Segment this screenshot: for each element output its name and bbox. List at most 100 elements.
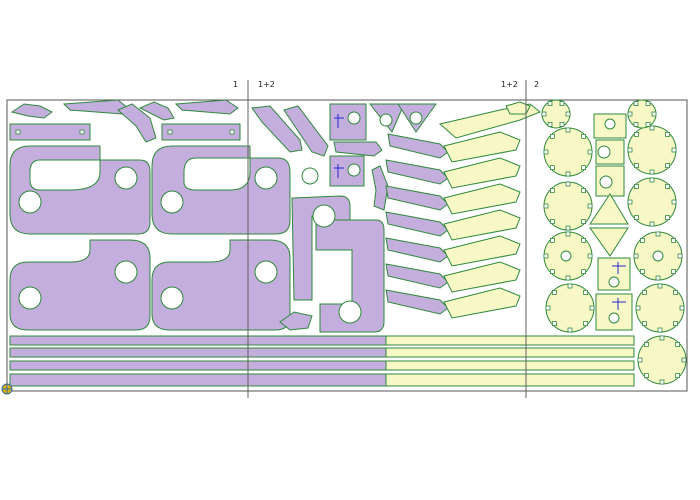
- gear-notch: [627, 111, 633, 117]
- gear-notch: [651, 111, 657, 117]
- part-strip[interactable]: [9, 373, 387, 387]
- gear-notch: [550, 237, 555, 243]
- part-bracket[interactable]: [138, 101, 175, 121]
- part-small-block[interactable]: [329, 155, 365, 187]
- part-strip[interactable]: [385, 347, 635, 358]
- part-chevron[interactable]: [443, 131, 521, 163]
- slot: [167, 129, 173, 135]
- slot: [79, 129, 85, 135]
- gear-notch: [581, 133, 586, 139]
- hole: [114, 166, 138, 190]
- part-strip[interactable]: [9, 335, 387, 346]
- gear-notch: [547, 122, 553, 127]
- gear-notch: [640, 237, 645, 243]
- part-strip[interactable]: [385, 373, 635, 387]
- part-strip[interactable]: [9, 347, 387, 358]
- part-link-arm[interactable]: [283, 105, 329, 157]
- gear-notch: [565, 171, 571, 177]
- part-c-plate[interactable]: [315, 219, 385, 333]
- gear-notch: [637, 357, 643, 363]
- gear-notch: [589, 305, 595, 311]
- part-triangle[interactable]: [589, 193, 629, 225]
- hole: [347, 163, 361, 177]
- part-link-arm[interactable]: [174, 99, 239, 115]
- part-chevron[interactable]: [387, 133, 449, 159]
- part-bracket[interactable]: [117, 103, 157, 143]
- gear-notch: [583, 289, 588, 295]
- gear-notch: [665, 215, 670, 221]
- part-bracket[interactable]: [505, 101, 531, 115]
- part-strip[interactable]: [9, 360, 387, 371]
- part-bracket[interactable]: [333, 141, 383, 157]
- part-s-plate[interactable]: [151, 145, 291, 235]
- part-small-block[interactable]: [329, 103, 367, 141]
- marker-label-1: 1: [233, 80, 239, 89]
- gear-notch: [635, 305, 641, 311]
- part-small-block[interactable]: [595, 293, 633, 331]
- gear-notch: [633, 122, 639, 127]
- gear-notch: [645, 101, 651, 106]
- gear-notch: [673, 289, 678, 295]
- gear-notch: [581, 269, 586, 275]
- hole: [597, 145, 611, 159]
- gear-notch: [659, 335, 665, 341]
- gear-notch: [640, 269, 645, 275]
- gear-notch: [665, 183, 670, 189]
- part-chevron[interactable]: [385, 263, 449, 289]
- part-bar[interactable]: [161, 123, 241, 141]
- part-chevron[interactable]: [385, 185, 449, 211]
- part-chevron[interactable]: [443, 261, 521, 293]
- part-chevron[interactable]: [385, 159, 449, 185]
- part-chevron[interactable]: [385, 211, 449, 237]
- gear-notch: [634, 183, 639, 189]
- part-chevron[interactable]: [443, 209, 521, 241]
- gear-notch: [634, 163, 639, 169]
- gear-notch: [659, 379, 665, 385]
- part-slots: [15, 129, 235, 135]
- parts-group-2[interactable]: [385, 99, 687, 387]
- gear-notch: [581, 237, 586, 243]
- parts-group-1[interactable]: [9, 99, 449, 387]
- gear-notch: [642, 321, 647, 327]
- part-chevron[interactable]: [385, 289, 449, 315]
- slot: [15, 129, 21, 135]
- part-triangle[interactable]: [589, 227, 629, 257]
- part-s-plate[interactable]: [151, 239, 291, 331]
- gear-notch: [645, 122, 651, 127]
- marker-label-1-plus-2-left: 1+2: [258, 80, 275, 89]
- part-chevron[interactable]: [443, 157, 521, 189]
- gear-notch: [649, 169, 655, 175]
- gear-notch: [634, 131, 639, 137]
- part-strip[interactable]: [385, 360, 635, 371]
- part-hook[interactable]: [371, 165, 389, 211]
- part-link-arm[interactable]: [251, 105, 303, 153]
- hole: [652, 250, 664, 262]
- part-chevron[interactable]: [443, 235, 521, 267]
- gear-notch: [675, 341, 680, 347]
- gear-notch: [567, 327, 573, 333]
- part-chevron[interactable]: [385, 237, 449, 263]
- gear-notch: [547, 101, 553, 106]
- gear-notch: [627, 147, 633, 153]
- part-bar[interactable]: [9, 123, 91, 141]
- part-s-plate[interactable]: [9, 239, 151, 331]
- part-bracket[interactable]: [10, 103, 53, 119]
- gear-notch: [677, 253, 683, 259]
- part-s-plate[interactable]: [9, 145, 151, 235]
- gear-notch: [649, 177, 655, 183]
- gear-notch: [665, 163, 670, 169]
- gear-notch: [552, 289, 557, 295]
- gear-notch: [675, 373, 680, 379]
- hole: [608, 276, 620, 288]
- gear-notch: [627, 199, 633, 205]
- gear-notches: [541, 101, 687, 385]
- part-strip[interactable]: [385, 335, 635, 346]
- gear-notch: [665, 131, 670, 137]
- hole: [409, 111, 423, 125]
- part-hook[interactable]: [279, 311, 313, 331]
- gear-notch: [634, 215, 639, 221]
- gear-notch: [543, 149, 549, 155]
- part-chevron[interactable]: [443, 183, 521, 215]
- part-chevron[interactable]: [443, 287, 521, 319]
